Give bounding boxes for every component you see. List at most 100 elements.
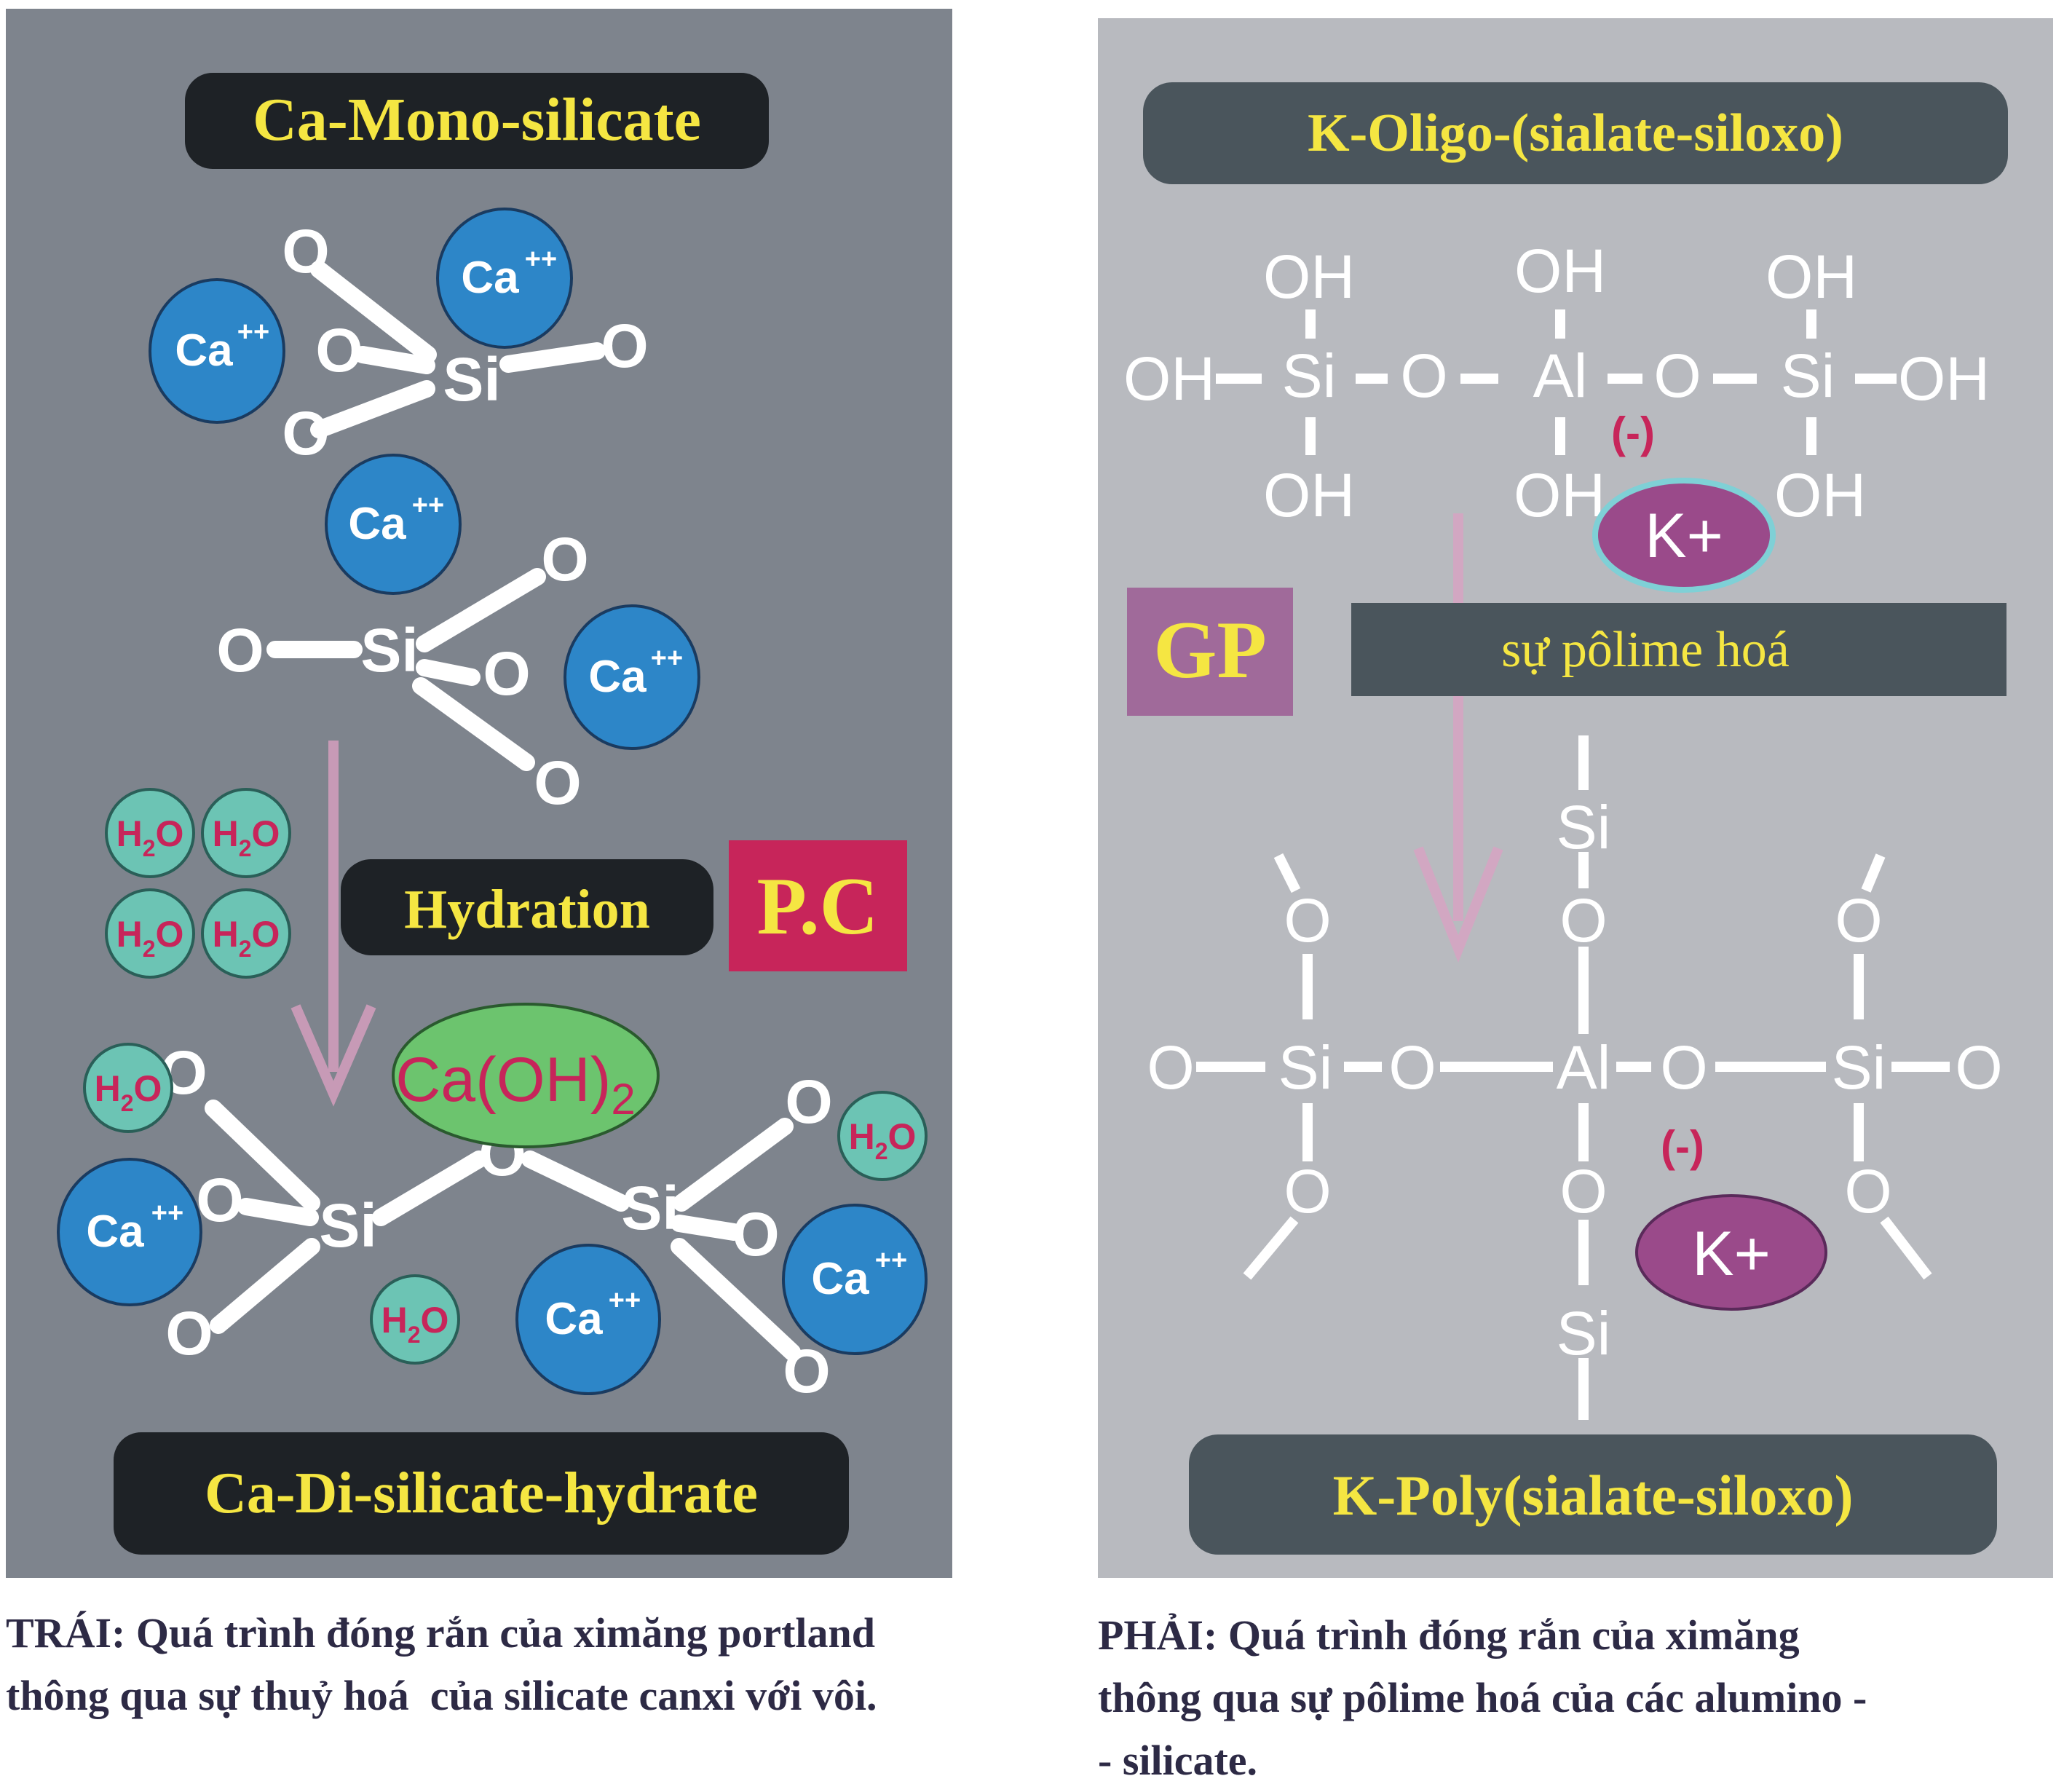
- svg-text:++: ++: [412, 490, 444, 521]
- oxygen-atom: O: [534, 749, 581, 817]
- water-molecule: H2O: [370, 1274, 460, 1365]
- oxygen-atom: O: [1559, 1157, 1607, 1225]
- bond: [521, 1150, 630, 1212]
- bond: [1861, 853, 1886, 893]
- right-caption-line: PHẢI: Quá trình đóng rắn của ximăng: [1098, 1611, 1800, 1659]
- oxygen-atom: O: [282, 217, 329, 285]
- oxygen-atom: O: [1835, 886, 1882, 955]
- silicon-atom: Si: [1832, 1033, 1886, 1102]
- silicon-atom: Si: [1278, 1033, 1333, 1102]
- oxygen-atom: O: [1955, 1033, 2002, 1102]
- gp-badge-label: GP: [1153, 605, 1267, 695]
- polymerization-label: sự pôlime hoá: [1501, 622, 1790, 678]
- aluminium-atom: Al: [1557, 1033, 1611, 1102]
- svg-text:Ca: Ca: [175, 325, 233, 376]
- bond: [1243, 1216, 1299, 1280]
- potassium-ion: K+: [1635, 1194, 1827, 1311]
- oxygen-atom: O: [785, 1067, 832, 1136]
- silicon-atom: Si: [1282, 342, 1337, 410]
- hydroxyl: OH: [1263, 461, 1355, 529]
- right-diagram: K-Oligo-(sialate-siloxo) OH OH OH OH OH …: [1098, 18, 2053, 1578]
- bond: [412, 677, 535, 771]
- polymer-molecule: Si O O O O Si O Al O Si O O O O Si (-) K…: [1147, 735, 2003, 1420]
- left-title-box: Ca-Mono-silicate: [185, 73, 769, 169]
- mono-silicate-molecule: O O O O Si Ca ++ Ca ++: [149, 208, 649, 467]
- bond: [1273, 853, 1301, 893]
- oxygen-atom: O: [1284, 1157, 1331, 1225]
- oxygen-atom: O: [1284, 886, 1331, 955]
- oxygen-atom: O: [1653, 342, 1701, 410]
- svg-text:H2O: H2O: [116, 914, 184, 962]
- svg-text:++: ++: [875, 1245, 907, 1276]
- oxygen-atom: O: [483, 639, 530, 708]
- svg-text:Ca: Ca: [545, 1294, 603, 1344]
- svg-text:Ca: Ca: [588, 652, 647, 702]
- left-caption: TRÁI: Quá trình đóng rắn của ximăng port…: [6, 1602, 877, 1727]
- left-result-title: Ca-Di-silicate-hydrate: [205, 1461, 758, 1525]
- right-diagram-panel: K-Oligo-(sialate-siloxo) OH OH OH OH OH …: [1098, 18, 2053, 1578]
- svg-text:K+: K+: [1645, 501, 1723, 571]
- oxygen-atom: O: [732, 1200, 779, 1268]
- right-title-box: K-Oligo-(sialate-siloxo): [1143, 82, 2008, 184]
- bond: [205, 1100, 320, 1212]
- hydroxyl: OH: [1766, 242, 1857, 311]
- oxygen-atom: O: [1559, 886, 1607, 955]
- hydration-arrow: [290, 741, 376, 1107]
- oxygen-atom: O: [196, 1166, 243, 1234]
- oxygen-atom: O: [282, 399, 329, 467]
- svg-text:H2O: H2O: [849, 1116, 917, 1164]
- oxygen-atom: O: [1844, 1157, 1891, 1225]
- oxygen-atom: O: [1147, 1033, 1194, 1102]
- right-result-box: K-Poly(sialate-siloxo): [1189, 1434, 1997, 1555]
- hydroxyl: OH: [1514, 461, 1605, 529]
- right-title: K-Oligo-(sialate-siloxo): [1308, 103, 1843, 163]
- left-caption-line: TRÁI: Quá trình đóng rắn của ximăng port…: [6, 1609, 876, 1657]
- bond: [673, 1118, 794, 1212]
- potassium-ion: K+: [1592, 478, 1776, 593]
- hydroxyl: OH: [1898, 344, 1990, 413]
- svg-text:++: ++: [651, 643, 683, 674]
- water-molecule: H2O: [105, 888, 195, 979]
- svg-text:H2O: H2O: [213, 914, 280, 962]
- water-molecule: H2O: [837, 1091, 928, 1181]
- ca-ion: Ca ++: [149, 278, 285, 424]
- ca-ion: Ca ++: [564, 604, 700, 750]
- oxygen-atom: O: [1388, 1033, 1436, 1102]
- silicate-molecule-2: O O O O Si Ca ++ Ca ++: [216, 454, 700, 817]
- negative-charge: (-): [1611, 408, 1655, 457]
- bond: [210, 1238, 320, 1334]
- svg-text:H2O: H2O: [95, 1068, 162, 1116]
- aluminium-atom: Al: [1533, 342, 1588, 410]
- oxygen-atom: O: [315, 316, 363, 384]
- water-molecules: H2O H2O H2O H2O: [105, 788, 291, 979]
- oxygen-atom: O: [601, 312, 648, 380]
- bond: [499, 342, 606, 373]
- bond: [416, 659, 481, 686]
- svg-text:Ca: Ca: [461, 253, 519, 303]
- bond: [310, 380, 435, 438]
- pc-badge: P.C: [729, 840, 907, 971]
- silicon-atom: Si: [1557, 1299, 1611, 1367]
- svg-text:++: ++: [525, 244, 557, 275]
- calcium-hydroxide: Ca(OH)2: [392, 1003, 660, 1148]
- water-molecule: H2O: [201, 888, 291, 979]
- water-molecule: H2O: [83, 1043, 173, 1133]
- polymerization-arrow: [1413, 513, 1503, 963]
- oxygen-atom: O: [541, 525, 588, 593]
- bond: [354, 346, 435, 374]
- svg-text:++: ++: [151, 1198, 183, 1228]
- svg-text:H2O: H2O: [116, 813, 184, 861]
- svg-text:H2O: H2O: [213, 813, 280, 861]
- right-caption-line: - silicate.: [1098, 1737, 1258, 1784]
- ca-ion: Ca ++: [57, 1158, 202, 1306]
- ca-ion: Ca ++: [436, 208, 573, 349]
- ca-ion: Ca ++: [515, 1244, 661, 1395]
- svg-text:Ca: Ca: [348, 499, 406, 549]
- svg-text:Ca(OH)2: Ca(OH)2: [395, 1045, 636, 1124]
- bond: [671, 1238, 801, 1361]
- silicon-atom: Si: [1557, 793, 1611, 861]
- silicon-atom: Si: [319, 1191, 376, 1260]
- right-result-title: K-Poly(sialate-siloxo): [1333, 1464, 1854, 1527]
- bond: [671, 1215, 743, 1241]
- left-diagram-panel: Ca-Mono-silicate O O O O Si Ca ++ Ca ++: [6, 9, 952, 1578]
